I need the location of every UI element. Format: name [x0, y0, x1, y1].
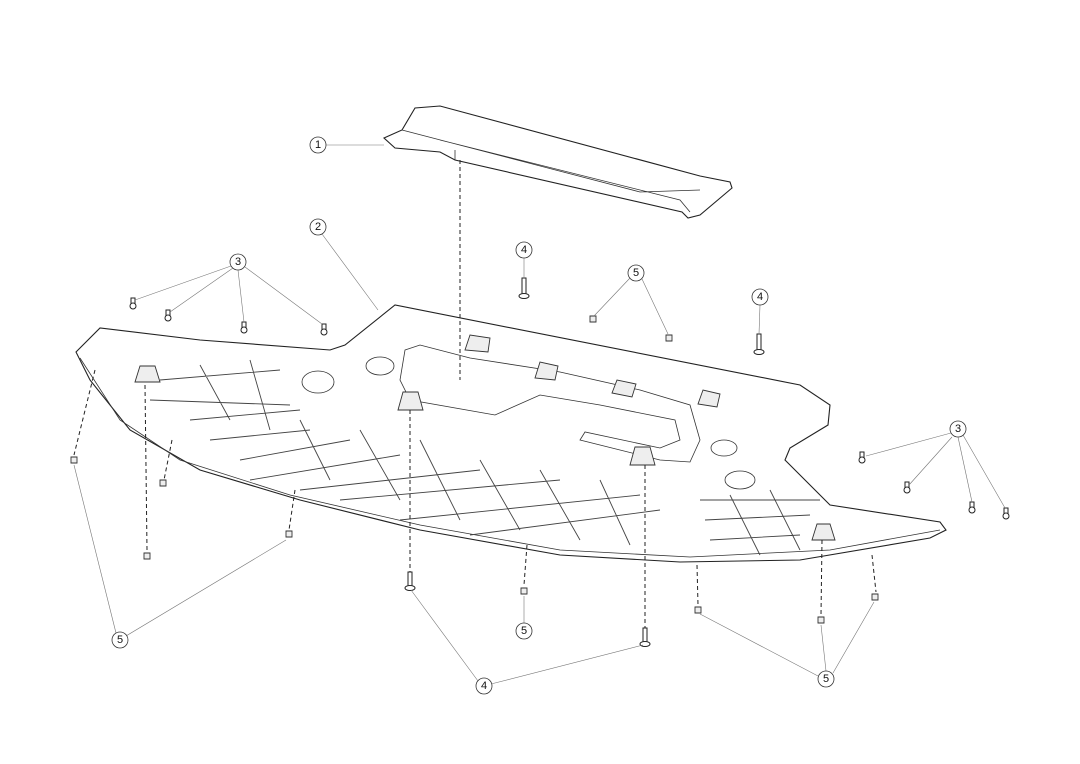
bolt-4-icon [404, 571, 416, 591]
svg-text:4: 4 [481, 680, 487, 692]
part-1-upper-cover [383, 105, 733, 219]
clip-5-icon [694, 606, 702, 614]
svg-text:4: 4 [521, 244, 527, 256]
part-2-undertray [75, 304, 947, 563]
svg-text:5: 5 [633, 267, 639, 279]
fasteners [70, 277, 1010, 647]
screw-3-icon [968, 501, 976, 514]
mesh-pattern [149, 359, 820, 556]
callout-5: 5 [627, 264, 645, 282]
clip-5-icon [159, 479, 167, 487]
bolt-4-icon [753, 333, 765, 355]
clip-5-icon [70, 456, 78, 464]
callout-5: 5 [515, 622, 533, 640]
clip-5-icon [817, 616, 825, 624]
screw-3-icon [320, 323, 328, 336]
clip-5-icon [871, 593, 879, 601]
screw-3-icon [240, 321, 248, 334]
callout-1: 1 [309, 136, 327, 154]
svg-text:2: 2 [315, 221, 321, 233]
callout-5: 5 [817, 670, 835, 688]
bolt-4-icon [639, 627, 651, 647]
svg-text:3: 3 [235, 256, 241, 268]
callout-4: 4 [475, 677, 493, 695]
svg-text:4: 4 [757, 291, 763, 303]
svg-text:3: 3 [955, 423, 961, 435]
svg-text:5: 5 [823, 673, 829, 685]
leader-lines [73, 144, 1006, 685]
svg-text:5: 5 [117, 634, 123, 646]
screw-3-icon [164, 309, 172, 322]
callout-5: 5 [111, 631, 129, 649]
clip-5-icon [589, 315, 597, 323]
callout-3: 3 [229, 253, 247, 271]
screw-3-icon [129, 297, 137, 310]
clip-5-icon [143, 552, 151, 560]
screw-3-icon [858, 451, 866, 464]
clip-5-icon [520, 587, 528, 595]
callout-4: 4 [515, 241, 533, 259]
screw-3-icon [903, 481, 911, 494]
bolt-4-icon [518, 277, 530, 299]
callout-3: 3 [949, 420, 967, 438]
callout-4: 4 [751, 288, 769, 306]
clip-5-icon [285, 530, 293, 538]
clip-5-icon [665, 334, 673, 342]
screw-3-icon [1002, 507, 1010, 520]
svg-text:5: 5 [521, 625, 527, 637]
mounting-bosses [134, 334, 836, 541]
svg-text:1: 1 [315, 139, 321, 151]
assembly-lines [73, 160, 877, 628]
callout-2: 2 [309, 218, 327, 236]
